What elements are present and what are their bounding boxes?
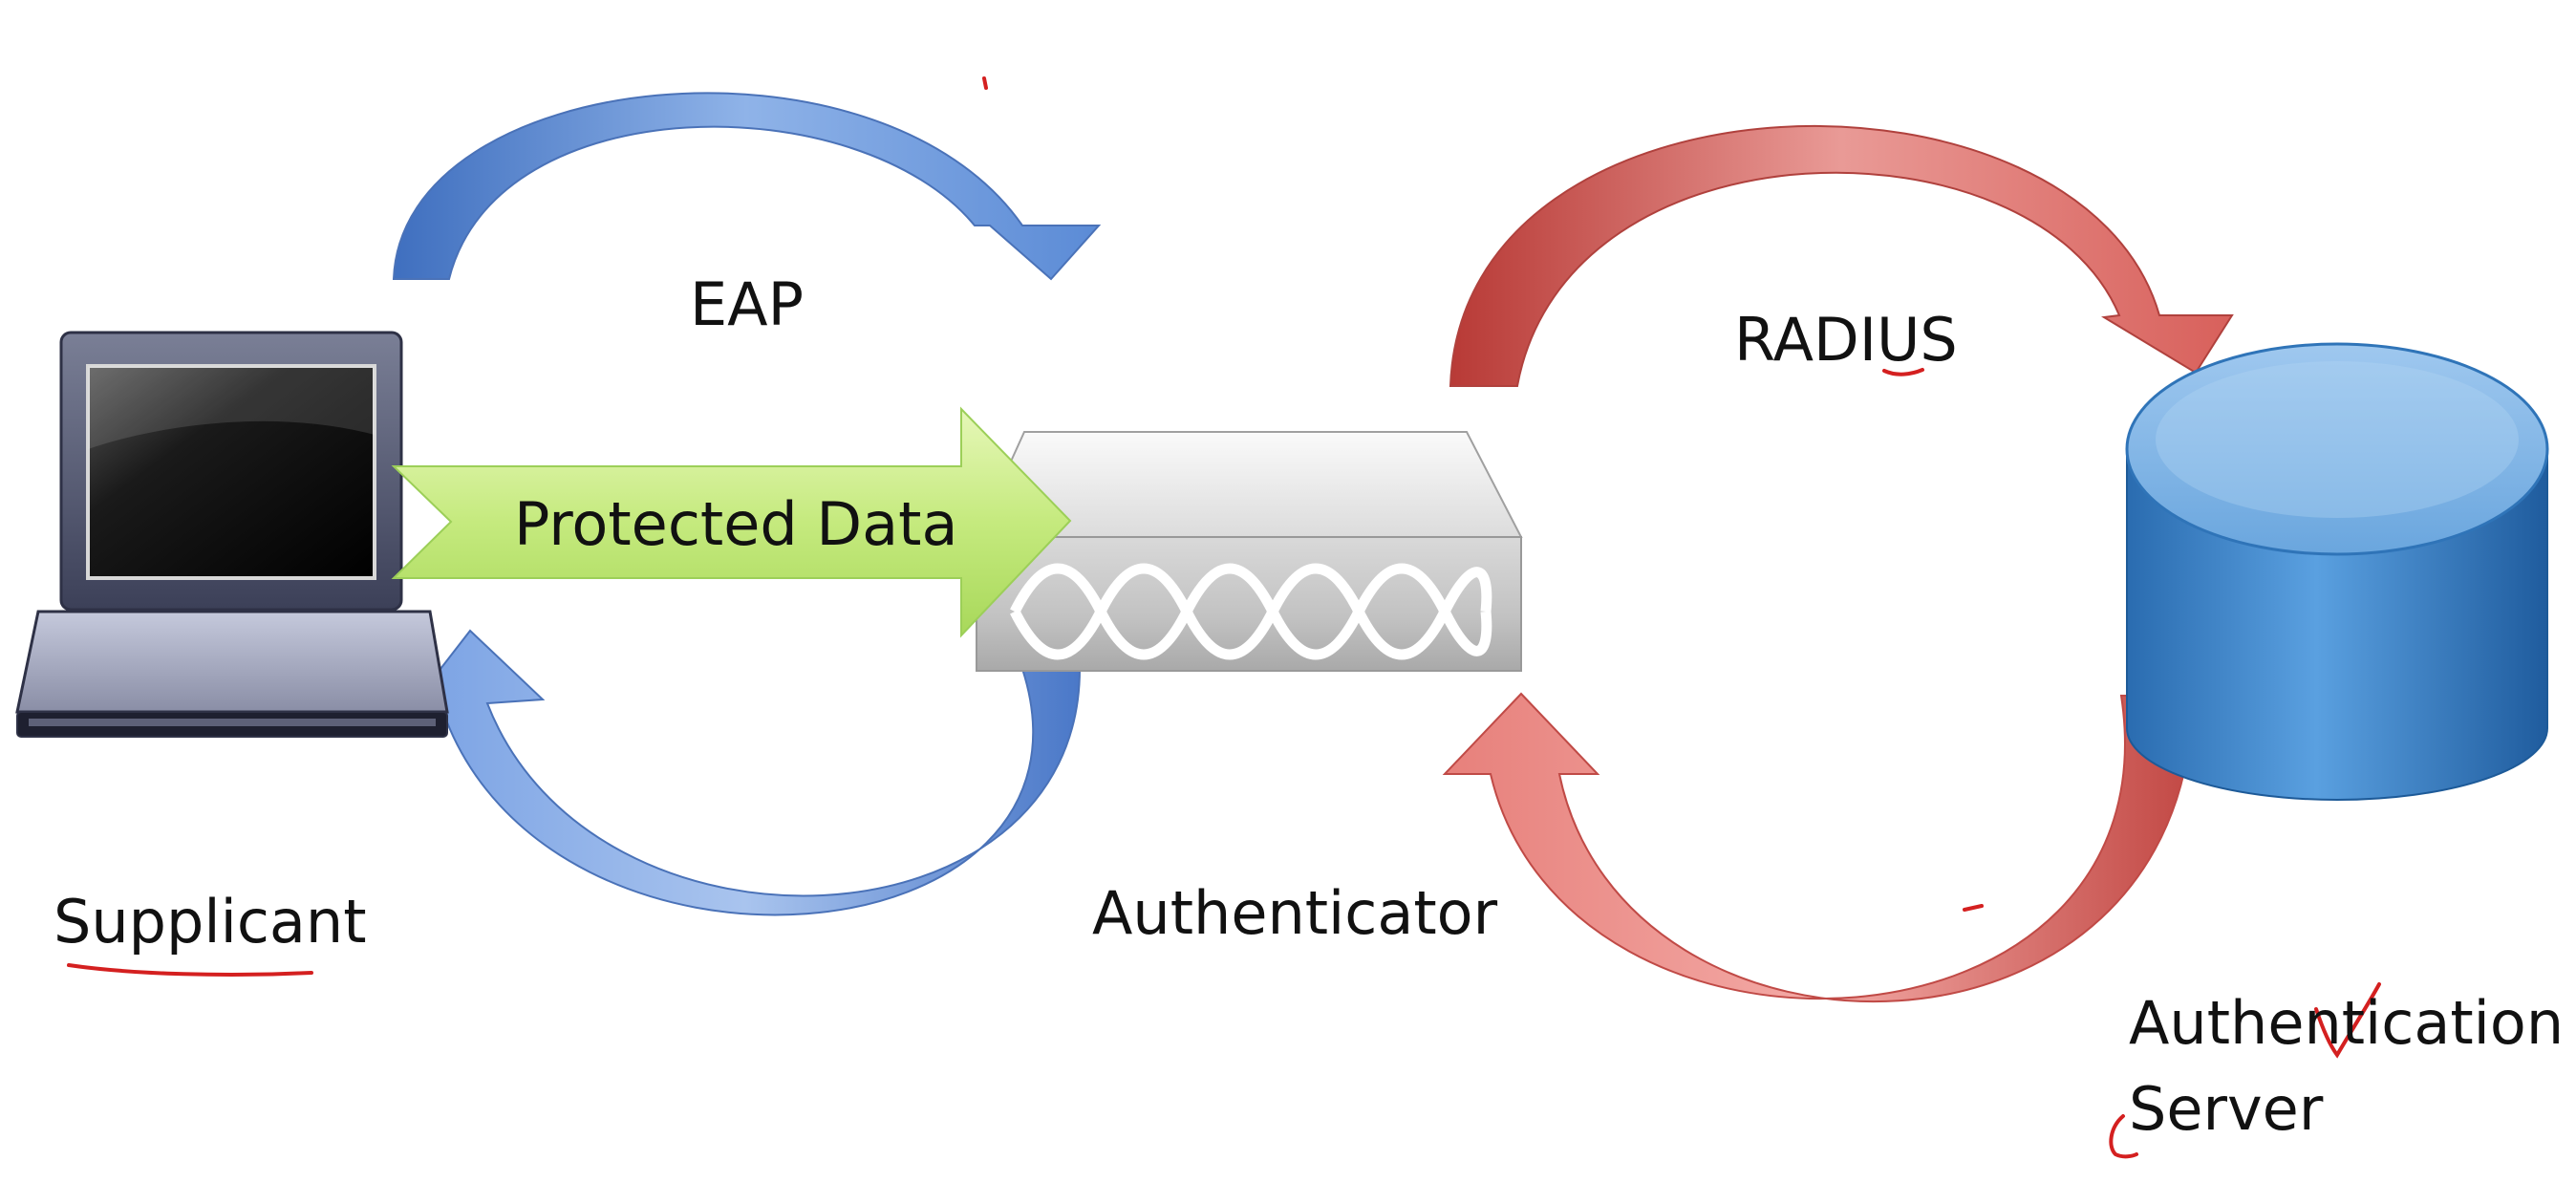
bracket-annotation: [2109, 1114, 2138, 1159]
authentication-server-label-line2: Server: [2129, 1074, 2324, 1144]
supplicant-label: Supplicant: [54, 887, 367, 957]
authentication-server-label-line1: Authentication: [2129, 988, 2565, 1058]
laptop-icon: [15, 331, 449, 738]
eap-arrow-top: [392, 92, 1102, 281]
protected-data-label: Protected Data: [514, 489, 958, 559]
supplicant-underline: [67, 963, 313, 977]
radius-arrow-bottom: [1442, 692, 2195, 1002]
switch-icon: [975, 431, 1523, 672]
annotation-marks: [67, 76, 2381, 1159]
database-icon: [2125, 342, 2549, 801]
authenticator-label: Authenticator: [1092, 878, 1498, 948]
radius-underline: [1882, 368, 1924, 376]
checkmark-annotation: [2314, 982, 2381, 1059]
eap-label: EAP: [690, 269, 804, 339]
radius-label: RADIUS: [1734, 305, 1958, 375]
protected-data-arrow: [391, 406, 1072, 638]
tick-mark-1: [1963, 904, 1984, 912]
radius-arrow-top: [1449, 124, 2234, 387]
tick-mark-2: [982, 76, 988, 90]
eap-arrow-bottom: [408, 629, 1082, 916]
